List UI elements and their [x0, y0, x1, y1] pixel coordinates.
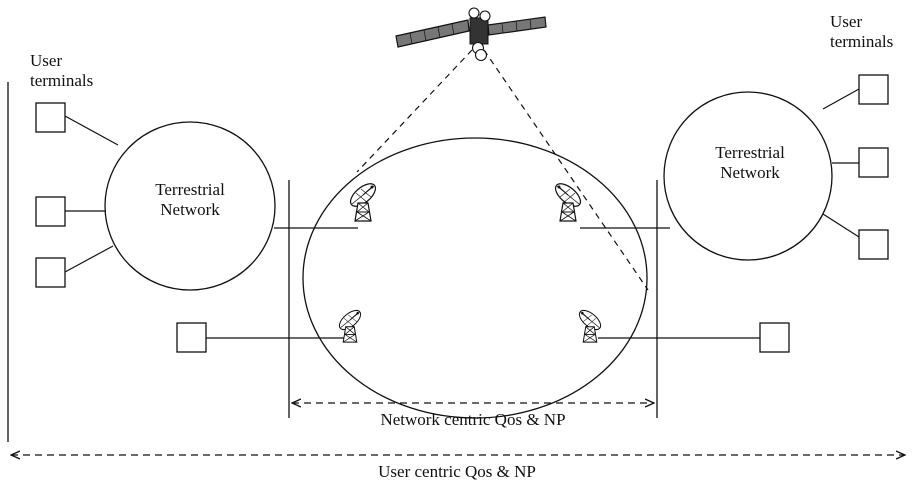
label-line: Network	[160, 200, 220, 219]
beam-line-right	[483, 49, 649, 291]
user-terminal	[858, 229, 889, 260]
terrestrial-network-right	[663, 91, 833, 261]
beam-line-left	[356, 49, 473, 173]
label-line: User	[30, 51, 63, 70]
user-terminal	[858, 147, 889, 178]
user-terminal	[35, 102, 66, 133]
user-terminal	[35, 196, 66, 227]
label-line: Terrestrial	[155, 180, 225, 199]
user-centric-label: User centric Qos & NP	[378, 462, 536, 481]
label-line: Terrestrial	[715, 143, 785, 162]
terrestrial-network-left	[104, 121, 276, 291]
label-line: terminals	[830, 32, 894, 51]
user-terminal	[35, 257, 66, 288]
dish-antenna-icon	[575, 306, 605, 343]
dish-antenna-icon	[335, 306, 365, 343]
terrestrial-network-label-right: Terrestrial Network	[700, 143, 800, 183]
network-centric-label: Network centric Qos & NP	[380, 410, 566, 429]
label-line: Network	[720, 163, 780, 182]
user-terminals-label-left: User terminals	[30, 51, 93, 91]
user-terminals-label-right: User terminals	[830, 12, 893, 52]
label-line: terminals	[30, 71, 94, 90]
user-terminal	[759, 322, 790, 353]
dish-antenna-icon	[346, 179, 380, 222]
dish-antenna-icon	[551, 179, 585, 222]
coverage-ellipse	[302, 137, 648, 419]
satellite-icon	[395, 7, 547, 62]
label-line: User	[830, 12, 863, 31]
terrestrial-network-label-left: Terrestrial Network	[140, 180, 240, 220]
user-terminal	[858, 74, 889, 105]
user-terminal	[176, 322, 207, 353]
